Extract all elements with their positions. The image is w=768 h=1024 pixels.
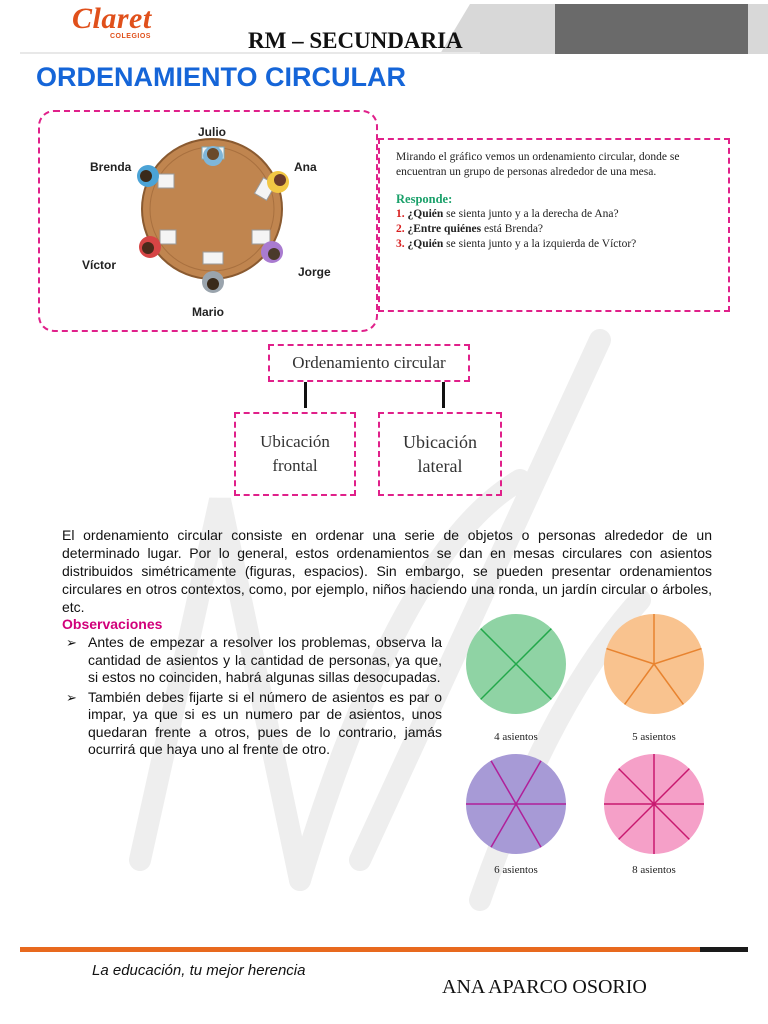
list-item: ➢Antes de empezar a resolver los problem… — [66, 634, 442, 685]
seat-divider — [653, 663, 684, 705]
footer-motto: La educación, tu mejor herencia — [92, 962, 306, 979]
seat-divider — [490, 760, 517, 805]
name-jorge: Jorge — [298, 265, 331, 279]
question-3: 3. ¿Quién se sienta junto y a la izquier… — [396, 238, 637, 250]
seat-divider — [653, 647, 702, 665]
seat-circle-4 — [466, 614, 566, 714]
logo: Claret — [72, 2, 152, 35]
seat-divider — [490, 803, 517, 848]
arrow-bullet-icon: ➢ — [66, 689, 77, 705]
diagram-left: Ubicación frontal — [234, 412, 356, 496]
seat-divider — [618, 803, 655, 840]
seat-circle-6 — [466, 754, 566, 854]
name-mario: Mario — [192, 305, 225, 319]
diagram-root: Ordenamiento circular — [268, 344, 470, 382]
diagram-right: Ubicación lateral — [378, 412, 502, 496]
intro-text: Mirando el gráfico vemos un ordenamiento… — [396, 151, 680, 178]
table-figure-box — [38, 110, 378, 332]
name-victor: Víctor — [82, 258, 117, 272]
seat-divider — [515, 803, 542, 848]
name-brenda: Brenda — [90, 160, 132, 174]
arrow-bullet-icon: ➢ — [66, 635, 77, 650]
body-paragraph: El ordenamiento circular consiste en ord… — [62, 527, 712, 615]
page-title: ORDENAMIENTO CIRCULAR — [36, 62, 406, 92]
seat-circle-8 — [604, 754, 704, 854]
seat-divider — [515, 760, 542, 805]
seat-label-6: 6 asientos — [494, 864, 538, 876]
seat-divider — [515, 628, 552, 665]
question-2: 2. ¿Entre quiénes está Brenda? — [396, 223, 544, 235]
name-julio: Julio — [198, 125, 227, 139]
seat-divider — [653, 803, 690, 840]
seat-divider — [624, 663, 655, 705]
responde-heading: Responde: — [396, 192, 453, 206]
watermark — [129, 329, 651, 911]
subject-title: RM – SECUNDARIA — [248, 28, 463, 53]
round-table-figure — [137, 138, 289, 293]
observaciones-list: ➢Antes de empezar a resolver los problem… — [62, 634, 442, 761]
question-1: 1. ¿Quién se sienta junto y a la derecha… — [396, 208, 619, 220]
footer-line — [20, 947, 748, 952]
name-ana: Ana — [294, 160, 317, 174]
seat-label-8: 8 asientos — [632, 864, 676, 876]
seat-divider — [515, 663, 552, 700]
diagram-connector-right — [442, 382, 445, 408]
seat-label-5: 5 asientos — [632, 731, 676, 743]
footer-line-dark — [700, 947, 748, 952]
seat-divider — [480, 628, 517, 665]
seat-divider — [606, 647, 655, 665]
logo-subtitle: COLEGIOS — [110, 33, 151, 40]
seat-divider — [618, 768, 655, 805]
seat-label-4: 4 asientos — [494, 731, 538, 743]
footer-author: ANA APARCO OSORIO — [442, 976, 647, 998]
diagram-connector-left — [304, 382, 307, 408]
seat-circles-figure — [466, 614, 704, 854]
header-bar — [20, 4, 768, 54]
seat-circle-5 — [604, 614, 704, 714]
questions-box: Mirando el gráfico vemos un ordenamiento… — [378, 138, 730, 312]
person-julio-figure — [201, 146, 225, 166]
seat-divider — [480, 663, 517, 700]
observaciones-title: Observaciones — [62, 616, 163, 632]
seat-divider — [653, 768, 690, 805]
list-item: ➢También debes fijarte si el número de a… — [66, 688, 442, 758]
